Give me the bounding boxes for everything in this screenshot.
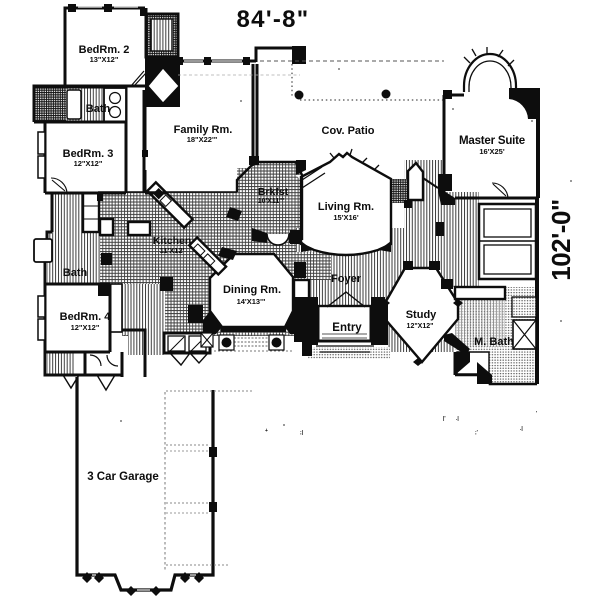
svg-text:Brkfst: Brkfst bbox=[258, 186, 289, 198]
svg-text:;': ;' bbox=[475, 430, 478, 436]
svg-text:BedRm. 3: BedRm. 3 bbox=[63, 148, 114, 160]
svg-text:Dining Rm.: Dining Rm. bbox=[223, 284, 281, 296]
svg-text:16'X25': 16'X25' bbox=[479, 147, 504, 156]
svg-text:Bath: Bath bbox=[86, 103, 111, 115]
svg-text:.|: .| bbox=[520, 426, 523, 432]
svg-text:3 Car Garage: 3 Car Garage bbox=[87, 471, 159, 483]
svg-text:BedRm. 4: BedRm. 4 bbox=[60, 311, 112, 323]
svg-text:Foyer: Foyer bbox=[331, 273, 362, 285]
svg-text:10'X11'": 10'X11'" bbox=[258, 198, 285, 205]
svg-text:12"X12": 12"X12" bbox=[71, 323, 100, 332]
svg-text:102'-0": 102'-0" bbox=[546, 199, 576, 281]
svg-text:11'X12': 11'X12' bbox=[160, 246, 185, 255]
svg-text:Study: Study bbox=[406, 309, 437, 321]
svg-text:Bath: Bath bbox=[63, 267, 88, 279]
svg-text:12"X12": 12"X12" bbox=[74, 159, 103, 168]
svg-text:M. Bath: M. Bath bbox=[474, 336, 514, 348]
svg-text:': ' bbox=[536, 411, 537, 417]
svg-text:BedRm. 2: BedRm. 2 bbox=[79, 44, 130, 56]
svg-text:Cov. Patio: Cov. Patio bbox=[322, 125, 375, 137]
svg-text:|': |' bbox=[443, 416, 446, 422]
svg-text:Kitchen: Kitchen bbox=[153, 235, 192, 247]
svg-text:15'X16': 15'X16' bbox=[333, 213, 358, 222]
svg-text:+: + bbox=[265, 428, 268, 434]
svg-text:14'X13'": 14'X13'" bbox=[237, 297, 266, 306]
svg-text:Living Rm.: Living Rm. bbox=[318, 201, 374, 213]
svg-text:18"X22'": 18"X22'" bbox=[187, 135, 218, 144]
svg-text:Family Rm.: Family Rm. bbox=[174, 124, 233, 136]
svg-text:.|: .| bbox=[456, 416, 459, 422]
svg-text:Entry: Entry bbox=[332, 322, 362, 334]
svg-text:12"X12": 12"X12" bbox=[407, 323, 434, 330]
svg-text:;|: ;| bbox=[300, 430, 304, 436]
svg-text:84'-8": 84'-8" bbox=[237, 6, 310, 33]
svg-text:Master Suite: Master Suite bbox=[459, 135, 525, 147]
svg-text:13"X12": 13"X12" bbox=[90, 55, 119, 64]
